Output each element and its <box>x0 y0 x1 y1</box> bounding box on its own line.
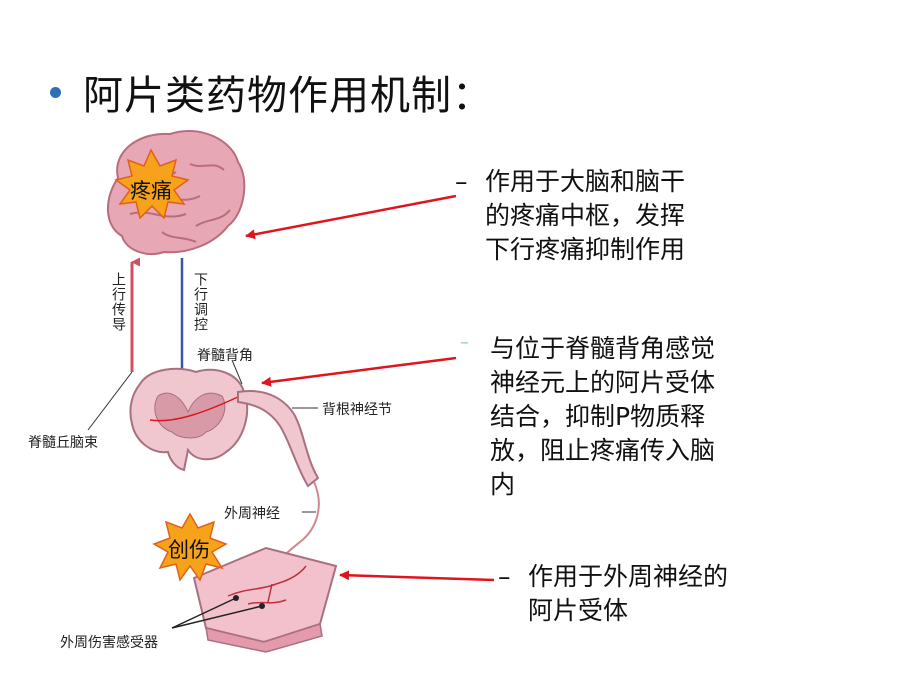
dash-icon: – <box>460 332 469 353</box>
spinal-cord-illustration <box>129 367 313 479</box>
note-line: 的疼痛中枢，发挥 <box>485 201 686 230</box>
note-line: 下行疼痛抑制作用 <box>485 235 686 264</box>
note-line: 神经元上的阿片受体 <box>490 368 716 397</box>
spinothalamic-tract-label: 脊髓丘脑束 <box>28 435 98 451</box>
note-line: 与位于脊髓背角感觉 <box>490 334 716 363</box>
note-line: 内 <box>490 470 516 499</box>
injury-burst-icon <box>152 512 228 582</box>
pain-burst-icon <box>114 148 190 220</box>
arrow-to-brain <box>245 194 457 240</box>
dorsal-horn-label: 脊髓背角 <box>197 348 253 364</box>
ascending-label: 上行传导 <box>110 272 126 332</box>
dash-icon: – <box>498 562 511 591</box>
pain-label: 疼痛 <box>130 179 172 203</box>
note-dorsal-horn: – 与位于脊髓背角感觉 神经元上的阿片受体 结合，抑制P物质释 放，阻止疼痛传入… <box>460 332 716 502</box>
note-line: 放，阻止疼痛传入脑 <box>490 436 716 465</box>
nociceptor-label: 外周伤害感受器 <box>60 635 158 651</box>
arrow-to-dorsal-horn <box>261 356 457 387</box>
note-line: 结合，抑制P物质释 <box>490 402 706 431</box>
tissue-block <box>192 546 338 653</box>
dorsal-root-ganglion <box>237 390 320 488</box>
note-brain: – 作用于大脑和脑干 的疼痛中枢，发挥 下行疼痛抑制作用 <box>455 165 686 267</box>
note-line: 阿片受体 <box>528 596 629 625</box>
injury-label: 创伤 <box>168 538 210 562</box>
descending-label: 下行调控 <box>192 272 208 332</box>
note-line: 作用于外周神经的 <box>528 562 729 591</box>
page-title: 阿片类药物作用机制： <box>83 73 493 119</box>
dash-icon: – <box>455 167 468 196</box>
dorsal-root-ganglion-label: 背根神经节 <box>322 402 392 418</box>
note-peripheral: – 作用于外周神经的 阿片受体 <box>498 560 729 628</box>
note-line: 作用于大脑和脑干 <box>485 167 686 196</box>
title-row: 阿片类药物作用机制： <box>50 62 493 122</box>
bullet-icon <box>50 86 61 98</box>
peripheral-nerve-label: 外周神经 <box>224 506 280 522</box>
arrow-to-tissue <box>339 570 495 582</box>
